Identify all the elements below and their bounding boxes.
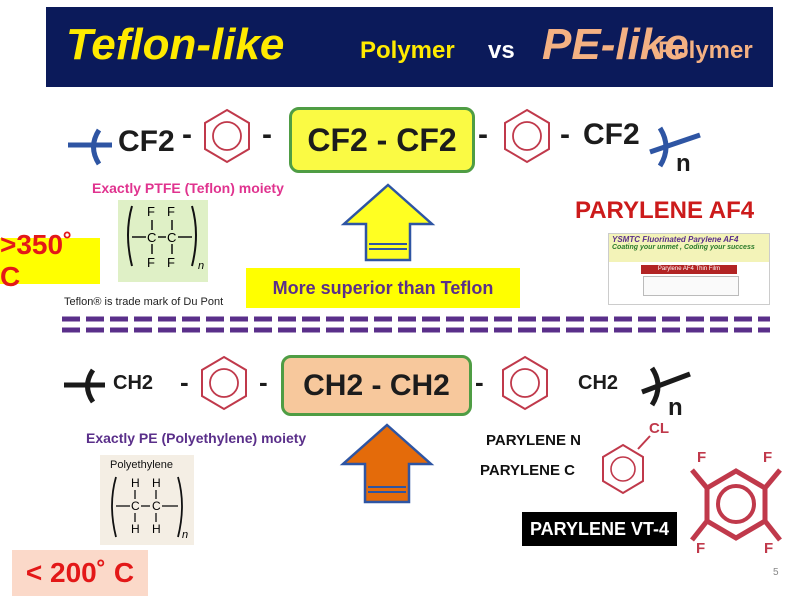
pe-structure-bonds <box>111 476 183 538</box>
atom-h: H <box>152 522 161 536</box>
fluorine-label: F <box>763 449 773 466</box>
atom-c: C <box>131 499 140 513</box>
pe-structure: Polyethylene H H C C H H n <box>100 455 194 545</box>
benzene-ring-circle-icon <box>209 368 239 398</box>
benzene-ring-icon <box>504 108 550 164</box>
subscript-n: n <box>198 260 205 272</box>
fluorine-label: F <box>696 540 706 557</box>
parylene-c-label: PARYLENE C <box>480 462 576 479</box>
tetrafluorobenzene-icon <box>690 468 782 542</box>
atom-c: C <box>152 499 161 513</box>
product-card: YSMTC Fluorinated Parylene AF4 Coating y… <box>608 233 770 305</box>
title-vs: vs <box>488 37 515 64</box>
page-number: 5 <box>773 567 779 578</box>
product-card-slogan: Coating your unmet , Coding your success <box>612 244 755 251</box>
temp-high-badge: >350˚ C <box>0 229 100 292</box>
product-card-header: YSMTC Fluorinated Parylene AF4 Coating y… <box>609 234 769 262</box>
chain-dash: - <box>180 367 189 397</box>
pe-label: Exactly PE (Polyethylene) moiety <box>86 430 307 446</box>
trademark-note: Teflon® is trade mark of Du Pont <box>64 296 224 308</box>
atom-f: F <box>167 255 175 270</box>
chain-dash: - <box>475 367 484 397</box>
pe-structure-title: Polyethylene <box>110 459 173 471</box>
title-banner: Teflon-like Polymer vs PE-like Polymer <box>46 7 773 87</box>
temp-low-badge: < 200˚ C <box>12 550 148 596</box>
benzene-ring-icon <box>204 108 250 164</box>
divider-line <box>62 316 770 333</box>
atom-f: F <box>167 204 175 219</box>
ptfe-structure: F F C C F F n <box>118 200 208 282</box>
atom-c: C <box>167 230 177 245</box>
benzene-ring-circle-icon <box>212 121 242 151</box>
title-polymer-2: Polymer <box>658 37 753 64</box>
atom-c: C <box>147 230 157 245</box>
fluorine-label: F <box>764 540 774 557</box>
pe-right-bracket <box>641 366 691 407</box>
teflon-subscript-n: n <box>676 150 691 177</box>
atom-h: H <box>152 476 161 490</box>
benzene-ring-icon <box>201 355 247 411</box>
pe-subscript-n: n <box>668 394 683 421</box>
atom-h: H <box>131 522 140 536</box>
subscript-n: n <box>182 529 189 541</box>
chain-dash: - <box>182 118 192 151</box>
chain-dash: - <box>560 118 570 151</box>
fluorine-label: F <box>697 449 707 466</box>
parylene-af4-title: PARYLENE AF4 <box>575 197 755 224</box>
pe-center-box: CH2 - CH2 <box>281 355 472 416</box>
pe-left-bracket <box>64 368 105 404</box>
parylene-vt4-label: PARYLENE VT-4 <box>522 512 677 546</box>
benzene-ring-circle-icon <box>512 121 542 151</box>
benzene-ring-icon <box>502 355 548 411</box>
title-pe-like: PE-like <box>542 20 689 69</box>
ptfe-label: Exactly PTFE (Teflon) moiety <box>92 180 284 196</box>
benzene-ring-circle-icon <box>510 368 540 398</box>
teflon-right-bracket <box>649 126 701 168</box>
ptfe-structure-bonds <box>127 205 197 267</box>
up-arrow-icon <box>340 183 436 262</box>
pe-left-group: CH2 <box>113 372 154 394</box>
up-arrow-icon <box>339 423 435 504</box>
chain-dash: - <box>259 367 268 397</box>
chain-dash: - <box>262 118 272 151</box>
product-card-title: YSMTC Fluorinated Parylene AF4 <box>612 235 739 244</box>
superior-label: More superior than Teflon <box>246 268 520 308</box>
teflon-center-box: CF2 - CF2 <box>289 107 475 173</box>
pe-right-group: CH2 <box>578 372 619 394</box>
product-card-banner: Parylene AF4 Thin Film <box>641 265 737 274</box>
parylene-n-label: PARYLENE N <box>486 432 582 449</box>
cl-label: CL <box>649 420 669 437</box>
teflon-left-bracket <box>68 128 112 166</box>
atom-h: H <box>131 476 140 490</box>
atom-f: F <box>147 255 155 270</box>
chlorobenzene-icon <box>602 435 651 495</box>
teflon-left-group: CF2 <box>118 125 175 158</box>
product-card-diagram <box>643 276 739 296</box>
chain-dash: - <box>478 118 488 151</box>
title-polymer-1: Polymer <box>360 37 455 64</box>
teflon-right-group: CF2 <box>583 118 640 151</box>
atom-f: F <box>147 204 155 219</box>
title-teflon-like: Teflon-like <box>66 20 285 69</box>
